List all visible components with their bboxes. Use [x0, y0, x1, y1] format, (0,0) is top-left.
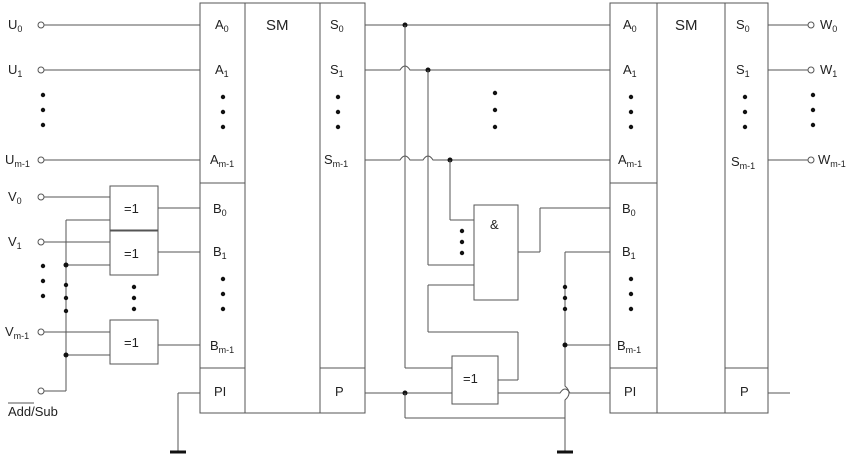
input-v1-label: V1	[8, 234, 22, 251]
output-wm1-terminal	[807, 156, 815, 164]
input-vm1-label: Vm-1	[5, 324, 29, 341]
xor-gate-1	[109, 230, 159, 276]
add-sub-terminal	[37, 387, 45, 395]
add-sub-label: Add/Sub	[8, 404, 58, 419]
xor-gate-m1	[109, 319, 159, 365]
adder-1-port-a0: A0	[215, 17, 229, 34]
adder-1-port-sm1: Sm-1	[324, 152, 348, 169]
adder-1-port-s0: S0	[330, 17, 344, 34]
adder-2-port-sm1: Sm-1	[731, 154, 755, 171]
output-w1-terminal	[807, 66, 815, 74]
xor-gate-0-label: =1	[124, 201, 139, 216]
output-w0-terminal	[807, 21, 815, 29]
output-w1-label: W1	[820, 62, 837, 79]
input-u0-terminal	[37, 21, 45, 29]
adder-2-body	[609, 2, 769, 414]
input-u-group: U0 U1 Um-1	[5, 17, 200, 169]
input-um1-label: Um-1	[5, 152, 30, 169]
adder-2-carry-out: P	[740, 384, 749, 399]
input-um1-terminal	[37, 156, 45, 164]
adder-1-body	[199, 2, 366, 414]
input-v-group: V0 V1 Vm-1	[5, 189, 110, 341]
xor-gates-left: =1 =1 =1	[109, 185, 200, 365]
output-w0-label: W0	[820, 17, 837, 34]
adder-2: SM A0 A1 Am-1 B0 B1 Bm-1 PI S0 S1 Sm-1 P	[609, 2, 769, 414]
xor-gate-middle	[451, 355, 499, 405]
xor-gate-1-label: =1	[124, 246, 139, 261]
adder-2-carry-in: PI	[624, 384, 636, 399]
adder-2-port-am1: Am-1	[618, 152, 642, 169]
input-u0-label: U0	[8, 17, 22, 34]
input-vm1-terminal	[37, 328, 45, 336]
adder-1-port-am1: Am-1	[210, 152, 234, 169]
adder-1-title: SM	[266, 17, 289, 34]
and-gate-label: &	[490, 217, 499, 232]
adder-2-port-bm1: Bm-1	[617, 338, 641, 355]
output-wm1-label: Wm-1	[818, 152, 846, 169]
input-v0-terminal	[37, 193, 45, 201]
adder-2-port-b1: B1	[622, 244, 636, 261]
middle-wiring: & =1	[365, 22, 610, 454]
adder-1-port-bm1: Bm-1	[210, 338, 234, 355]
xor-gate-0	[109, 185, 159, 231]
adder-2-port-s0: S0	[736, 17, 750, 34]
adder-1-carry-in-ground	[170, 392, 200, 454]
adder-2-port-a0: A0	[623, 17, 637, 34]
adder-2-port-s1: S1	[736, 62, 750, 79]
xor-gate-m1-label: =1	[124, 335, 139, 350]
adder-2-port-b0: B0	[622, 201, 636, 218]
adder-1: SM A0 A1 Am-1 B0 B1 Bm-1 PI S0 S1 Sm-1 P	[199, 2, 366, 414]
adder-1-port-b0: B0	[213, 201, 227, 218]
output-w-group: W0 W1 Wm-1	[768, 17, 846, 394]
adder-1-port-s1: S1	[330, 62, 344, 79]
input-v1-terminal	[37, 238, 45, 246]
adder-2-port-a1: A1	[623, 62, 637, 79]
adder-1-port-a1: A1	[215, 62, 229, 79]
xor-gate-middle-label: =1	[463, 371, 478, 386]
input-u1-terminal	[37, 66, 45, 74]
adder-1-carry-out: P	[335, 384, 344, 399]
add-sub-control: Add/Sub	[8, 219, 110, 419]
input-v0-label: V0	[8, 189, 22, 206]
adder-2-title: SM	[675, 17, 698, 34]
and-gate	[473, 204, 519, 301]
input-u1-label: U1	[8, 62, 22, 79]
adder-1-carry-in: PI	[214, 384, 226, 399]
adder-1-port-b1: B1	[213, 244, 227, 261]
